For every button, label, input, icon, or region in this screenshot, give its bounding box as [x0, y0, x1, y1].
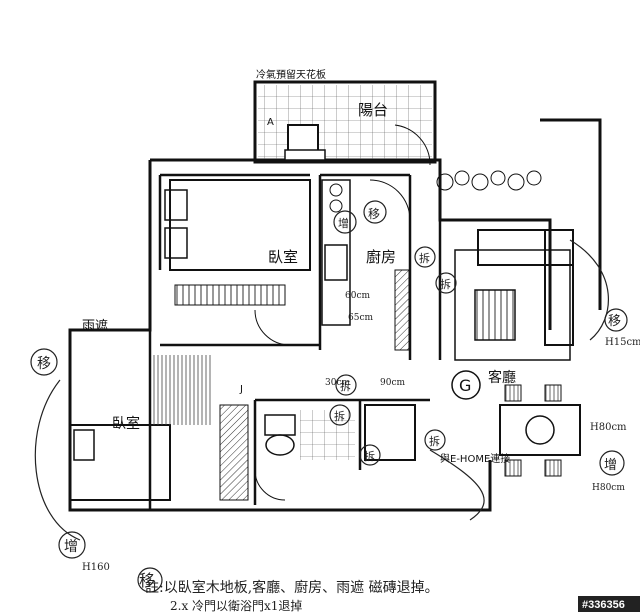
note-line-2: 2.x 冷門以衛浴門x1退掉	[170, 599, 302, 612]
letter-j: J	[239, 384, 243, 395]
marker-1: 移	[368, 207, 380, 221]
device-label: 與E-HOME連接	[440, 452, 510, 465]
left-bed-pillow	[73, 429, 95, 461]
room-living: 客廳	[488, 369, 516, 386]
balcony-sink	[284, 149, 326, 161]
toilet-bowl	[265, 434, 295, 456]
note-line-1: 註:以臥室木地板,客廳、廚房、雨遮 磁磚退掉。	[145, 579, 439, 596]
marker-3: 移	[608, 314, 621, 329]
bath-tiles	[300, 410, 355, 460]
door-swing-3	[254, 469, 286, 501]
dining-chair-1	[504, 384, 522, 402]
marker-9: 拆	[364, 449, 375, 463]
letter-g: G	[459, 376, 471, 395]
marker-6: 拆	[440, 277, 451, 291]
marker-10: 拆	[429, 434, 440, 448]
dim-1: H15cm	[605, 337, 640, 348]
sofa	[477, 229, 574, 266]
dim-5: 30cm	[325, 378, 350, 388]
move-arrow-left	[34, 379, 81, 541]
main-bed	[169, 179, 311, 271]
dim-6: 60cm	[345, 291, 370, 301]
door-swing-2	[369, 179, 411, 221]
dining-chair-3	[504, 459, 522, 477]
top-label: 冷氣預留天花板	[256, 68, 326, 81]
main-bed-pillow-2	[164, 227, 188, 259]
balcony-plants	[436, 170, 542, 191]
shower-area	[364, 404, 416, 461]
stove-burner	[329, 183, 343, 197]
balcony-unit	[287, 124, 319, 154]
marker-2: 移	[37, 356, 51, 372]
dim-7: 65cm	[348, 313, 373, 323]
dim-3: H80cm	[592, 483, 625, 493]
wardrobe-main	[174, 284, 286, 306]
sofa-side	[544, 229, 574, 346]
dining-chair-2	[544, 384, 562, 402]
main-bed-pillow	[164, 189, 188, 221]
kitchen-shelf	[394, 269, 410, 351]
left-wardrobe	[219, 404, 249, 501]
room-balcony: 陽台	[358, 101, 388, 119]
stove-burner-2	[329, 199, 343, 213]
marker-4: 移	[139, 571, 155, 590]
coffee-table	[474, 289, 516, 341]
letter-a: A	[267, 117, 274, 128]
rug	[454, 249, 571, 361]
room-bedroom-left: 臥室	[112, 415, 140, 432]
toilet-tank	[264, 414, 296, 436]
door-swing-4	[394, 124, 431, 166]
move-arrow-bottom	[429, 449, 485, 521]
dining-chair-4	[544, 459, 562, 477]
annotation-markers	[30, 200, 628, 593]
balcony-floor	[258, 85, 432, 159]
centerpiece-plant	[525, 415, 555, 445]
room-kitchen: 廚房	[366, 248, 396, 266]
inner-walls	[148, 173, 442, 510]
left-bed	[69, 424, 171, 501]
marker-7: 拆	[334, 409, 345, 423]
marker-8: 拆	[340, 379, 351, 393]
letter-g-circle	[451, 370, 481, 400]
dim-4: H160	[82, 562, 110, 573]
marker-11: 增	[64, 539, 78, 555]
rain-shelter-floor	[152, 355, 212, 425]
kitchen-sink	[324, 244, 348, 281]
marker-12: 增	[604, 458, 617, 473]
door-swing-1	[254, 309, 291, 346]
dining-table	[499, 404, 581, 456]
dim-8: 90cm	[380, 378, 405, 388]
room-rain-shelter: 雨遮	[82, 318, 108, 334]
watermark-bg	[578, 596, 640, 612]
watermark: #336356	[582, 599, 625, 611]
room-bedroom-main: 臥室	[268, 248, 298, 266]
marker-5: 拆	[419, 251, 430, 265]
dim-2: H80cm	[590, 422, 627, 433]
marker-13: 增	[338, 216, 349, 230]
move-arrow-right	[569, 239, 609, 341]
outer-walls	[68, 80, 602, 512]
kitchen-counter	[321, 179, 351, 326]
